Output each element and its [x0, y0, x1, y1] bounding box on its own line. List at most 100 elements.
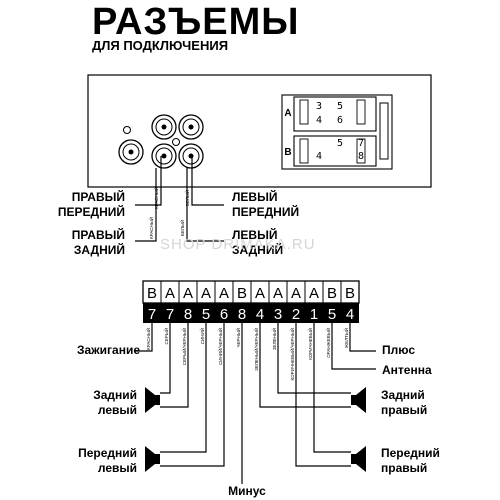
connector-group-letter: B [147, 285, 157, 302]
iso-pin-number: 5 [337, 138, 343, 149]
rca-jack-pin [128, 149, 134, 155]
label-right-rear-line1: ПРАВЫЙ [71, 228, 125, 242]
iso-pin-number: 6 [337, 115, 343, 126]
connector-group-letter: A [309, 285, 319, 302]
connector-pin-number: 4 [346, 306, 354, 323]
connector-pin-number: 8 [184, 306, 192, 323]
wire-rear-right-plus [277, 323, 351, 394]
rca-wire-color-label: КРАСНЫЙ [147, 217, 154, 239]
connector-group-letter: B [327, 285, 337, 302]
connector-group-letter: A [201, 285, 211, 302]
speaker-magnet [351, 395, 356, 405]
rca-wire-color-label: БЕЛЫЙ [183, 190, 190, 206]
connector-pin-number: 5 [202, 306, 210, 323]
wire-color-label: СИНИЙ/ЧЕРНЫЙ [216, 328, 223, 365]
iso-pin-number: 4 [316, 115, 322, 126]
page-subtitle: ДЛЯ ПОДКЛЮЧЕНИЯ [92, 38, 229, 53]
label-left-rear-line1: ЛЕВЫЙ [232, 228, 278, 242]
iso-row-a-label: A [284, 108, 291, 119]
label-left-rear-line2: ЗАДНИЙ [232, 243, 284, 257]
wire-color-label: КРАСНЫЙ [144, 328, 151, 350]
iso-key-slot [356, 138, 366, 164]
speaker-cone [356, 446, 366, 472]
wire-color-label: СИНИЙ [198, 328, 205, 344]
speaker-cone [145, 446, 155, 472]
label-front-left-line2: левый [97, 461, 137, 475]
speaker-cone [145, 387, 155, 413]
rca-wire-left-front [191, 156, 224, 206]
connector-group-letter: A [273, 285, 283, 302]
label-right-front-line2: ПЕРЕДНИЙ [57, 205, 125, 219]
connector-pin-number: 3 [274, 306, 282, 323]
connector-pin-number: 7 [148, 306, 156, 323]
rca-wire-color-label: БЕЛЫЙ [178, 220, 185, 236]
wire-ignition [135, 323, 153, 352]
wire-color-label: ОРАНЖЕВЫЙ [324, 328, 331, 358]
wire-rear-right-minus [259, 323, 351, 408]
label-right-rear: ПРАВЫЙ ЗАДНИЙ [72, 228, 125, 258]
wire-battery-plus [349, 323, 376, 352]
connector-group-letter: A [291, 285, 301, 302]
wire-color-label: ЖЕЛТЫЙ [342, 328, 349, 348]
rca-wire-right-front [135, 156, 162, 206]
wire-color-label: КОРИЧНЕВЫЙ/ЧЕРНЫЙ [288, 328, 295, 381]
iso-key-slot [299, 138, 309, 164]
connector-group-letter: A [219, 285, 229, 302]
label-rear-right-line1: Задний [381, 388, 425, 402]
label-rear-right-line2: правый [381, 403, 428, 417]
label-minus: Минус [228, 484, 266, 498]
label-antenna: Антенна [382, 363, 432, 377]
label-rear-left-line2: левый [97, 403, 137, 417]
iso-pin-number: 8 [358, 151, 364, 162]
connector-pin-number: 2 [292, 306, 300, 323]
iso-key-slot [299, 99, 309, 125]
speaker-magnet [155, 454, 160, 464]
wire-front-right-plus [313, 323, 351, 453]
connector-pin-number: 4 [256, 306, 264, 323]
label-front-right-line1: Передний [381, 446, 440, 460]
label-rear-left: Задний левый [93, 388, 137, 418]
connector-pin-number: 6 [220, 306, 228, 323]
label-right-rear-line2: ЗАДНИЙ [73, 243, 125, 257]
iso-connector-block [281, 94, 393, 170]
watermark: SHOP DRIMAKA.RU [160, 236, 316, 253]
wire-color-label: ЗЕЛЕНЫЙ/ЧЕРНЫЙ [252, 328, 259, 371]
rca-jack-pin [161, 153, 167, 159]
label-right-front-line1: ПРАВЫЙ [71, 190, 125, 204]
page-title: РАЗЪЕМЫ [92, 1, 300, 43]
iso-pin-number: 5 [337, 101, 343, 112]
iso-pin-number: 3 [316, 101, 322, 112]
label-left-front: ЛЕВЫЙ ПЕРЕДНИЙ [232, 190, 299, 220]
speaker-icon [351, 446, 366, 472]
wire-color-label: ЗЕЛЕНЫЙ [270, 328, 277, 350]
iso-latch [379, 102, 389, 160]
wire-color-label: СЕРЫЙ/ЧЕРНЫЙ [180, 328, 187, 365]
speaker-icon [351, 387, 366, 413]
connector-group-letter: A [183, 285, 193, 302]
label-front-right-line2: правый [381, 461, 428, 475]
wire-front-right-minus [295, 323, 351, 467]
speaker-magnet [155, 395, 160, 405]
wire-color-label: СЕРЫЙ [162, 328, 169, 344]
wire-rear-left-minus [160, 323, 189, 408]
connector-group-letter: A [255, 285, 265, 302]
connector-pin-row [143, 303, 359, 323]
label-front-right: Передний правый [381, 446, 440, 476]
label-plus: Плюс [382, 343, 416, 357]
connector-pin-number: 7 [166, 306, 174, 323]
wire-color-label: КОРИЧНЕВЫЙ [306, 328, 313, 360]
label-rear-left-line1: Задний [93, 388, 137, 402]
iso-row-b-label: B [284, 147, 291, 158]
connector-pin-number: 8 [238, 306, 246, 323]
wire-front-left-plus [160, 323, 207, 453]
speaker-icon [145, 446, 160, 472]
iso-pin-number: 7 [358, 138, 364, 149]
rca-jack-pin [188, 153, 194, 159]
connector-group-letter: B [345, 285, 355, 302]
iso-pin-number: 4 [316, 151, 322, 162]
label-left-rear: ЛЕВЫЙ ЗАДНИЙ [232, 228, 283, 258]
rca-jack-pin [161, 124, 167, 130]
label-left-front-line2: ПЕРЕДНИЙ [232, 205, 300, 219]
screw-hole [123, 126, 131, 134]
